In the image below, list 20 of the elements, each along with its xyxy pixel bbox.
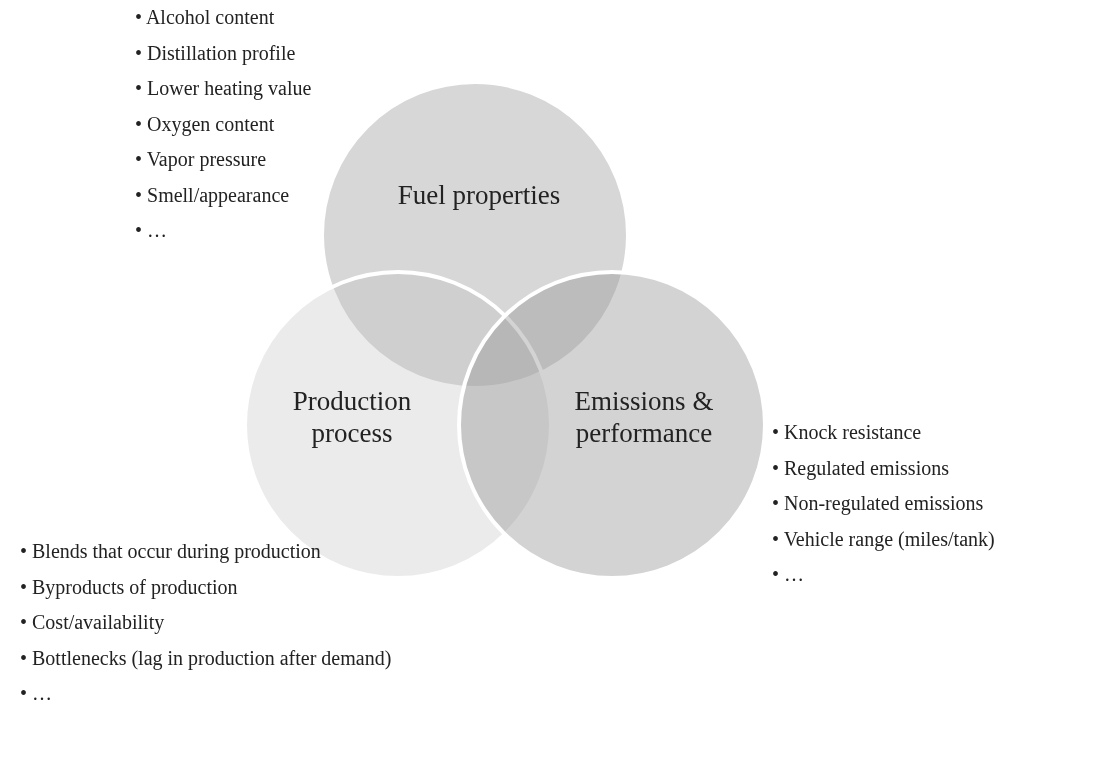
bullet-item: • Lower heating value bbox=[135, 76, 312, 102]
bullet-item: • Cost/availability bbox=[20, 610, 166, 636]
bullet-item: • … bbox=[135, 218, 168, 243]
bullet-item: • Knock resistance bbox=[772, 420, 923, 445]
bullet-item: • Regulated emissions bbox=[772, 455, 950, 482]
bullet-item: • Vapor pressure bbox=[135, 147, 268, 173]
bullet-item: • Blends that occur during production bbox=[20, 539, 322, 565]
bullet-item: • Smell/appearance bbox=[135, 182, 291, 209]
bullet-item: • Non-regulated emissions bbox=[772, 491, 985, 517]
bullet-item: • Byproducts of production bbox=[20, 574, 239, 601]
circle-label: Fuel properties bbox=[396, 179, 562, 211]
bullet-item: • Distillation profile bbox=[135, 40, 297, 67]
bullet-item: • Oxygen content bbox=[135, 111, 276, 138]
bullet-item: • Vehicle range (miles/tank) bbox=[772, 526, 995, 553]
bullet-item: • Alcohol content bbox=[135, 5, 276, 30]
bullet-item: • … bbox=[772, 562, 805, 587]
bullet-item: • Bottlenecks (lag in production after demand) bbox=[20, 645, 392, 672]
bullet-item: • … bbox=[20, 681, 53, 706]
circle-label: Production process bbox=[291, 385, 413, 449]
circle-label: Emissions & performance bbox=[573, 385, 715, 449]
